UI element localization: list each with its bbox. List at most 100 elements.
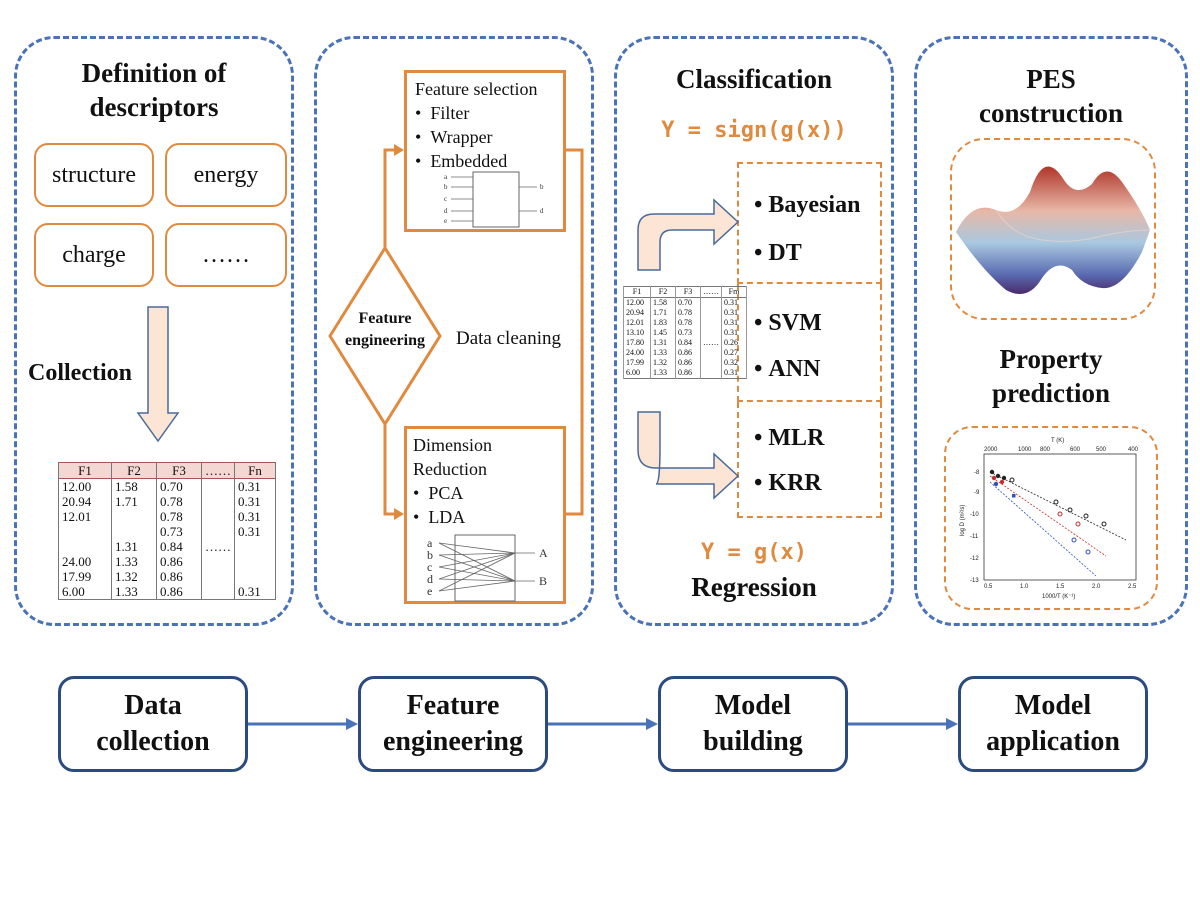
table-cell: 0.31 <box>721 328 747 338</box>
bottom-tick: 1.5 <box>1056 584 1065 590</box>
fs-input-label: a <box>444 173 448 181</box>
bottom-axis-label: 1000/T (K⁻¹) <box>1042 594 1075 600</box>
top-tick: 2000 <box>984 447 998 453</box>
property-plot-box: T (K) 2000 1000 800 600 500 400 0.5 1.0 … <box>944 426 1158 610</box>
table-cell: 1.33 <box>111 584 157 600</box>
table-cell <box>700 358 722 368</box>
table-cell: 12.01 <box>623 318 651 328</box>
top-tick: 800 <box>1040 447 1051 453</box>
table-cell: 0.78 <box>675 308 701 318</box>
property-title: Property prediction <box>991 344 1110 408</box>
descriptor-charge[interactable]: charge <box>34 223 154 287</box>
dr-item: • LDA <box>413 507 466 527</box>
table-header: …… <box>700 286 722 298</box>
table-cell: 1.31 <box>111 539 157 554</box>
fs-input-label: d <box>444 207 448 215</box>
panel-data-collection <box>14 36 294 626</box>
descriptor-structure[interactable]: structure <box>34 143 154 207</box>
table-cell: 0.31 <box>234 478 276 494</box>
table-cell <box>201 554 235 569</box>
top-tick: 400 <box>1128 447 1139 453</box>
table-cell: 0.27 <box>721 348 747 358</box>
left-tick: -12 <box>970 556 979 562</box>
table-cell: 0.70 <box>675 297 701 308</box>
model-group-regression <box>737 402 882 518</box>
left-axis-label: log D (m²/s) <box>960 505 966 536</box>
table-cell <box>201 494 235 509</box>
table-cell: 0.31 <box>721 368 747 379</box>
descriptor-energy[interactable]: energy <box>165 143 287 207</box>
table-cell: 12.00 <box>58 478 112 494</box>
table-header: Fn <box>234 462 276 479</box>
table-cell: 0.86 <box>156 554 202 569</box>
table-cell: 24.00 <box>623 348 651 358</box>
table-cell <box>700 297 722 308</box>
table-header: F1 <box>58 462 112 479</box>
table-cell: 0.78 <box>675 318 701 328</box>
stage-arrows <box>248 718 958 730</box>
dimension-reduction-box[interactable]: Dimension Reduction • PCA • LDA a b c d … <box>404 426 566 604</box>
fs-input-label: b <box>444 183 448 191</box>
pes-title: PES construction <box>979 64 1123 128</box>
table-cell <box>111 509 157 524</box>
feature-selection-box[interactable]: Feature selection • Filter • Wrapper • E… <box>404 70 566 232</box>
left-tick: -8 <box>974 470 980 476</box>
table-cell <box>234 539 276 554</box>
table-cell: 0.84 <box>675 338 701 348</box>
model-ann[interactable]: • ANN <box>754 356 821 382</box>
table-cell: 0.31 <box>234 509 276 524</box>
arrow-right-icon <box>346 718 358 730</box>
table-cell: 20.94 <box>58 494 112 509</box>
model-dt[interactable]: • DT <box>754 240 802 266</box>
table-cell: 1.33 <box>650 348 676 358</box>
table-cell: 1.32 <box>111 569 157 584</box>
fs-output-label: b <box>540 183 544 191</box>
table-cell: 0.84 <box>156 539 202 554</box>
model-mlr[interactable]: • MLR <box>754 425 825 451</box>
table-cell: 0.31 <box>721 308 747 318</box>
table-cell: 0.26 <box>721 338 747 348</box>
panel-model-building <box>614 36 894 626</box>
top-axis-label: T (K) <box>1051 438 1064 444</box>
table-cell <box>201 584 235 600</box>
down-arrow-icon <box>136 306 180 443</box>
dr-title-line1: Dimension <box>413 435 492 455</box>
property-plot: T (K) 2000 1000 800 600 500 400 0.5 1.0 … <box>960 438 1139 600</box>
table-cell: 0.73 <box>675 328 701 338</box>
table-header: F3 <box>675 286 701 298</box>
table-cell: 0.86 <box>675 348 701 358</box>
table-cell <box>201 478 235 494</box>
panel-model-application <box>914 36 1188 626</box>
fs-input-label: c <box>444 195 447 203</box>
table-cell <box>700 368 722 379</box>
model-krr[interactable]: • KRR <box>754 470 822 496</box>
left-tick: -13 <box>970 578 979 584</box>
table-cell: 1.32 <box>650 358 676 368</box>
model-svm[interactable]: • SVM <box>754 310 822 336</box>
descriptor-more[interactable]: …… <box>165 223 287 287</box>
table-cell: 20.94 <box>623 308 651 318</box>
table-cell: 0.31 <box>234 494 276 509</box>
bottom-tick: 0.5 <box>984 584 993 590</box>
model-bayesian[interactable]: • Bayesian <box>754 192 861 218</box>
table-cell: 1.83 <box>650 318 676 328</box>
table-cell: 0.78 <box>156 509 202 524</box>
arrow-right-icon <box>646 718 658 730</box>
table-cell <box>58 539 112 554</box>
table-cell: 0.31 <box>721 318 747 328</box>
